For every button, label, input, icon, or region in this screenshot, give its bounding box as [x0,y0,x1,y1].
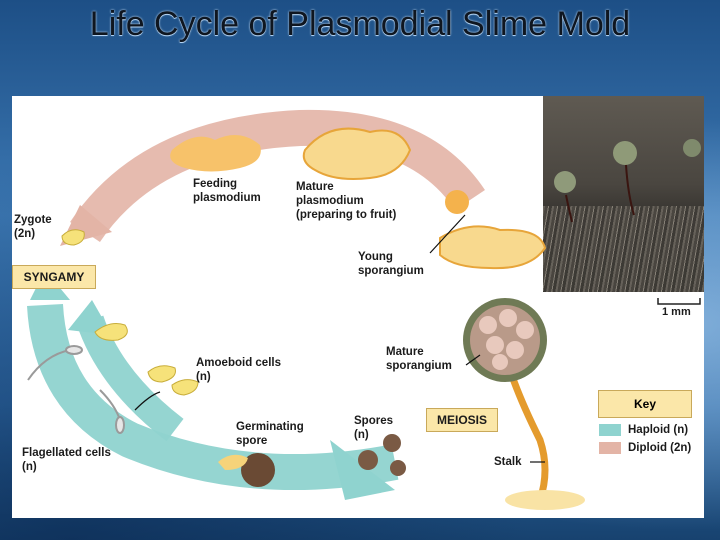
spores-shape [358,434,406,476]
slide-title: Life Cycle of Plasmodial Slime Mold [89,5,631,43]
label-young-sporangium: Young sporangium [358,251,424,277]
mature-plasmodium [302,127,412,180]
flagellated-cells-shape [27,345,125,434]
syngamy-box: SYNGAMY [12,265,96,289]
sporangium-pointer [465,354,481,366]
germinating-cell [218,454,248,470]
haploid-arrowhead [330,440,395,500]
label-zygote: Zygote (2n) [14,214,52,240]
key-title: Key [598,390,692,418]
amoeboid-cells-shape [94,323,199,396]
label-mature-plasmodium: Mature plasmodium (preparing to fruit) [296,181,397,221]
young-sporangium-head [445,190,469,214]
young-sporangium-blob [439,225,547,270]
inner-haploid-arc [76,315,184,442]
zygote-shape [61,229,85,246]
label-germinating-spore: Germinating spore [236,421,304,447]
key-diploid: Diploid (2n) [628,442,692,454]
young-sporangium-pointer [429,214,466,254]
inner-arrowhead [68,300,112,335]
label-feeding-plasmodium: Feeding plasmodium [193,178,261,204]
haploid-swatch [599,424,621,436]
label-mature-sporangium: Mature sporangium [386,346,452,372]
haploid-arc [27,303,399,491]
diploid-swatch [599,442,621,454]
feeding-plasmodium [170,135,261,172]
amoeboid-arrow [134,391,161,411]
label-spores: Spores (n) [354,415,393,441]
label-amoeboid-cells: Amoeboid cells (n) [196,357,281,383]
meiosis-box: MEIOSIS [426,408,498,432]
germinating-spore-shape [241,453,275,487]
scale-bar [657,298,701,305]
stalk-shape [506,368,549,502]
stalk-base [505,490,585,510]
key-haploid: Haploid (n) [628,424,689,436]
spore-cluster [479,309,534,370]
photo-sporangia [554,139,701,223]
scale-label: 1 mm [662,306,691,318]
label-stalk: Stalk [494,456,522,468]
label-flagellated-cells: Flagellated cells (n) [22,447,111,473]
diploid-arc [70,109,485,243]
photo-substrate [543,206,704,292]
